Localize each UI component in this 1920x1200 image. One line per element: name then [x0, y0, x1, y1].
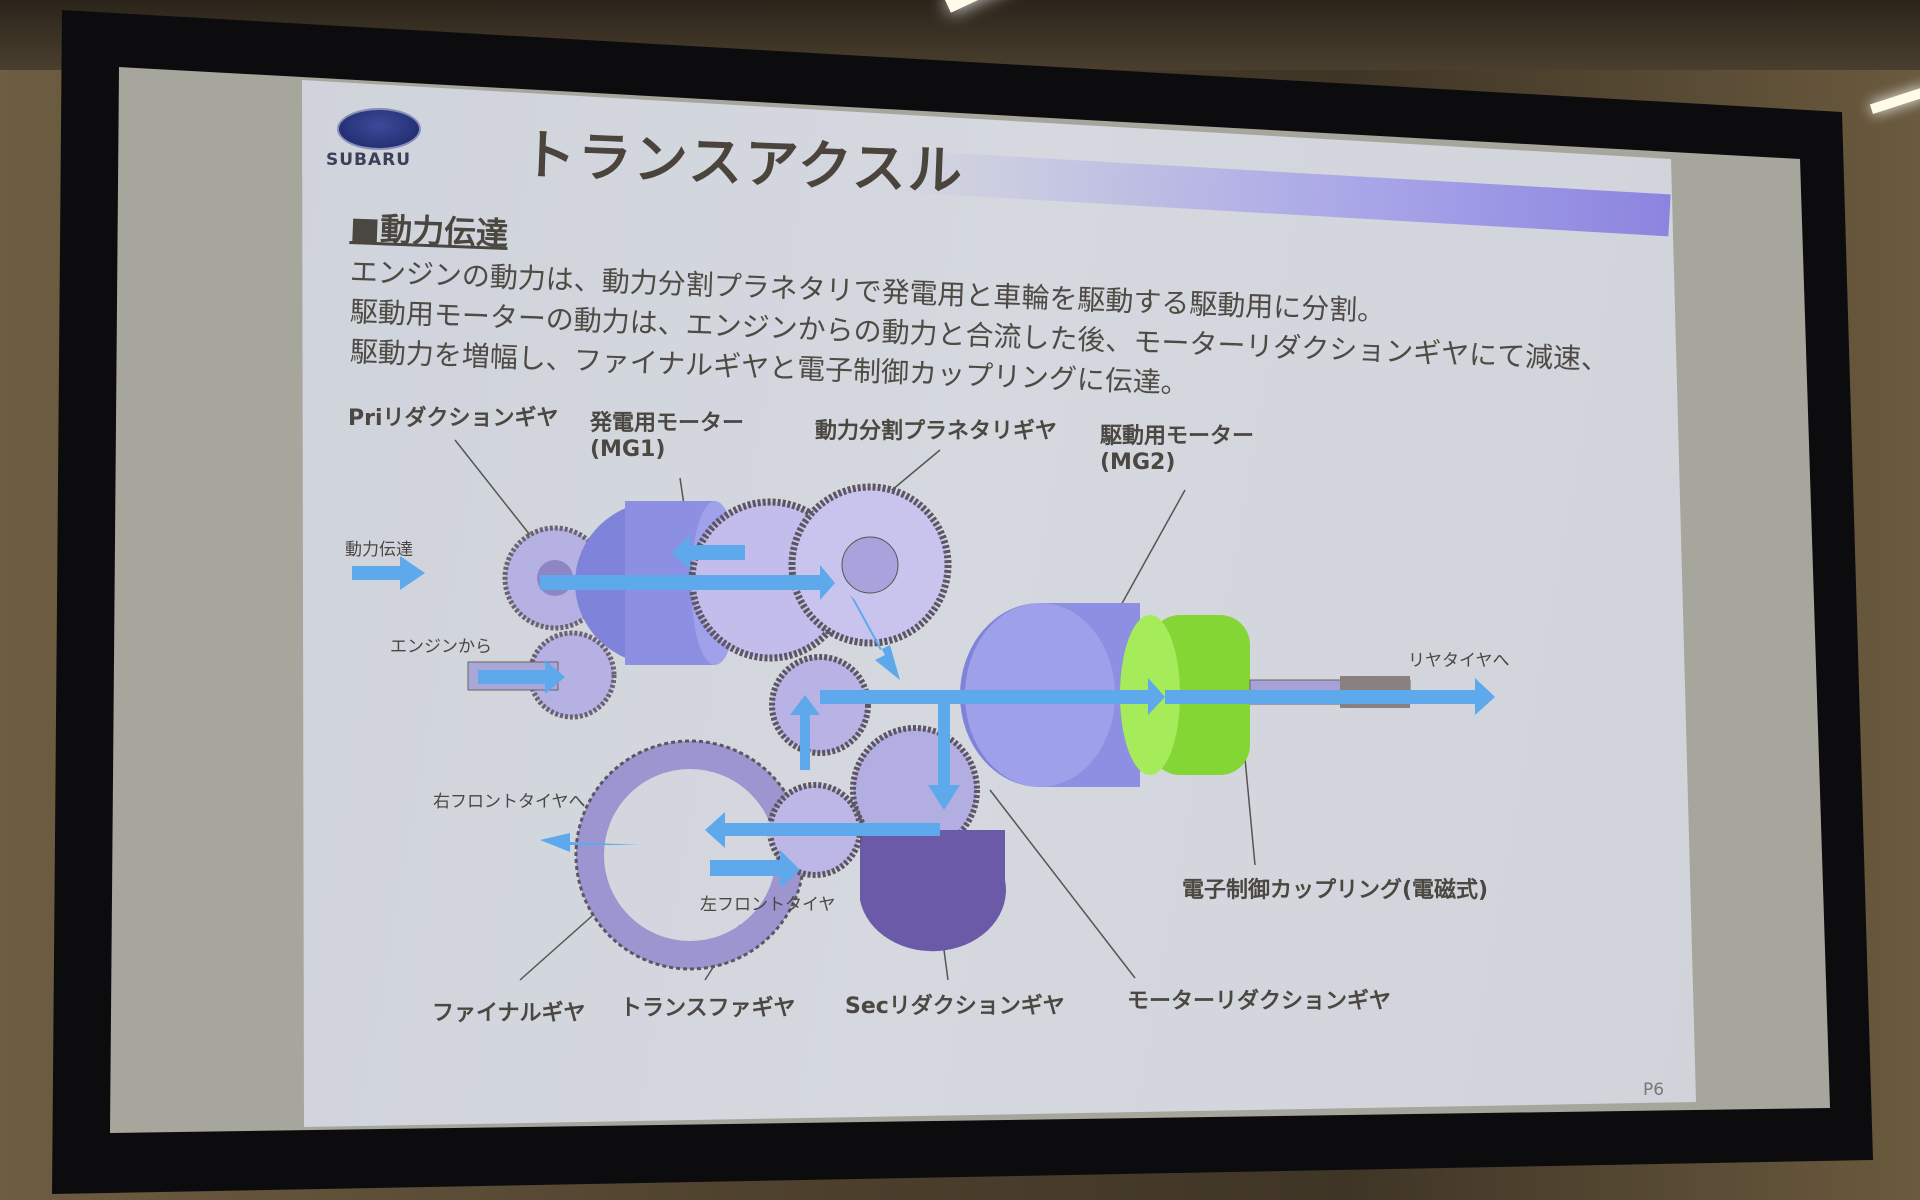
flow-arrow [478, 660, 565, 694]
power-flow-arrows [352, 535, 1495, 888]
subaru-logo-icon [337, 108, 421, 150]
flow-arrow [928, 700, 960, 810]
counter-gear [769, 654, 871, 756]
label-transfer-gear: トランスファギヤ [620, 996, 796, 1021]
label-mg1-name: 発電用モーター [590, 411, 745, 436]
flow-arrow [540, 833, 640, 852]
flow-arrow [672, 535, 745, 570]
flow-arrow [705, 812, 940, 848]
label-to-left-front-tire: 左フロントタイヤ [700, 895, 836, 915]
flow-arrow [820, 678, 1165, 715]
flow-arrow [1165, 678, 1495, 715]
page-number: P6 [1643, 1080, 1665, 1100]
flow-arrow [790, 695, 820, 770]
label-planetary-gear: 動力分割プラネタリギヤ [815, 419, 1058, 444]
gear-hub [841, 536, 899, 594]
power-arrow-icon [352, 556, 425, 590]
sec-reduction-gear [860, 830, 1006, 952]
flow-arrow [710, 850, 800, 888]
label-motor-reduction-gear: モーターリダクションギヤ [1127, 989, 1392, 1014]
label-to-rear-tire: リヤタイヤへ [1408, 651, 1510, 671]
label-mg2-name: 駆動用モーター [1100, 424, 1255, 449]
label-mg2-code: (MG2) [1100, 450, 1176, 475]
label-to-right-front-tire: 右フロントタイヤへ [433, 792, 586, 812]
logo-text: SUBARU [326, 150, 412, 170]
label-pri-reduction-gear: Priリダクションギヤ [348, 406, 559, 431]
flow-arrow [540, 565, 835, 600]
label-from-engine: エンジンから [390, 637, 492, 657]
label-electronic-coupling: 電子制御カップリング(電磁式) [1182, 878, 1489, 903]
final-gear [576, 741, 804, 969]
label-final-gear: ファイナルギヤ [432, 1001, 586, 1026]
label-sec-reduction-gear: Secリダクションギヤ [845, 994, 1065, 1019]
label-mg1-code: (MG1) [590, 437, 666, 462]
label-power-transmission: 動力伝達 [345, 540, 413, 560]
flow-arrow [850, 595, 900, 680]
